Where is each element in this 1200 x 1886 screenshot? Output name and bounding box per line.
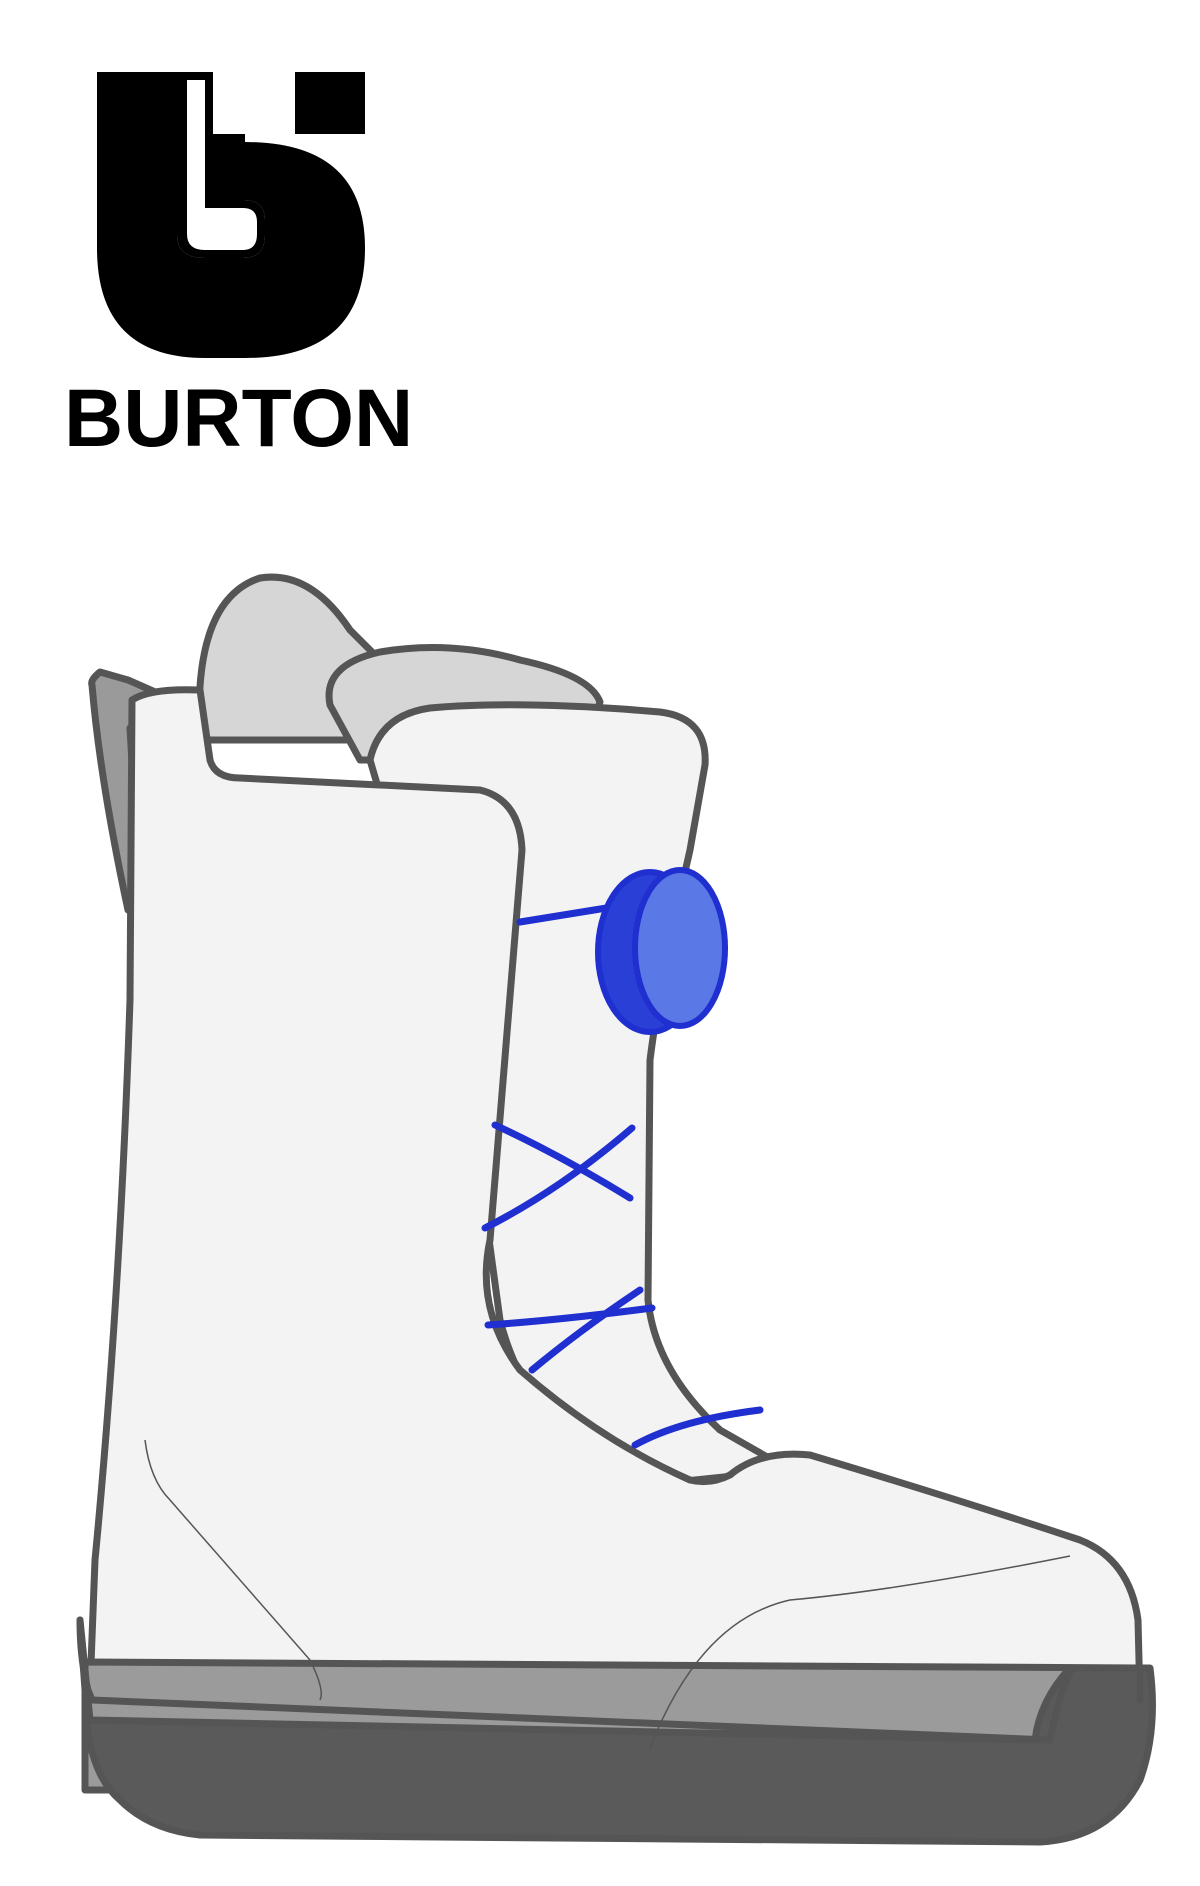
boot-main-body [86,686,1144,1704]
dial-face[interactable] [632,867,728,1029]
lace-cross-2a [484,1304,656,1329]
lace-lower [631,1406,764,1449]
heel-seam [144,1439,322,1701]
lace-cross-2b [528,1286,644,1374]
brand-wordmark: BURTON [64,373,414,464]
toe-cap-seam [649,1555,1071,1749]
logo-mark-top-right [295,72,365,134]
lacing-dial[interactable] [595,867,728,1035]
logo-mark-counter [187,80,257,250]
sole-edge-line [76,1616,1144,1744]
burton-logo [65,70,425,460]
burton-b-mark-icon [97,72,365,358]
logo-mark-shape [97,72,365,358]
sole-outsole [76,1616,1156,1846]
lace-cross-1a [491,1121,634,1202]
logo-mark-notch [213,72,295,134]
lace-cross-1b [481,1124,636,1232]
